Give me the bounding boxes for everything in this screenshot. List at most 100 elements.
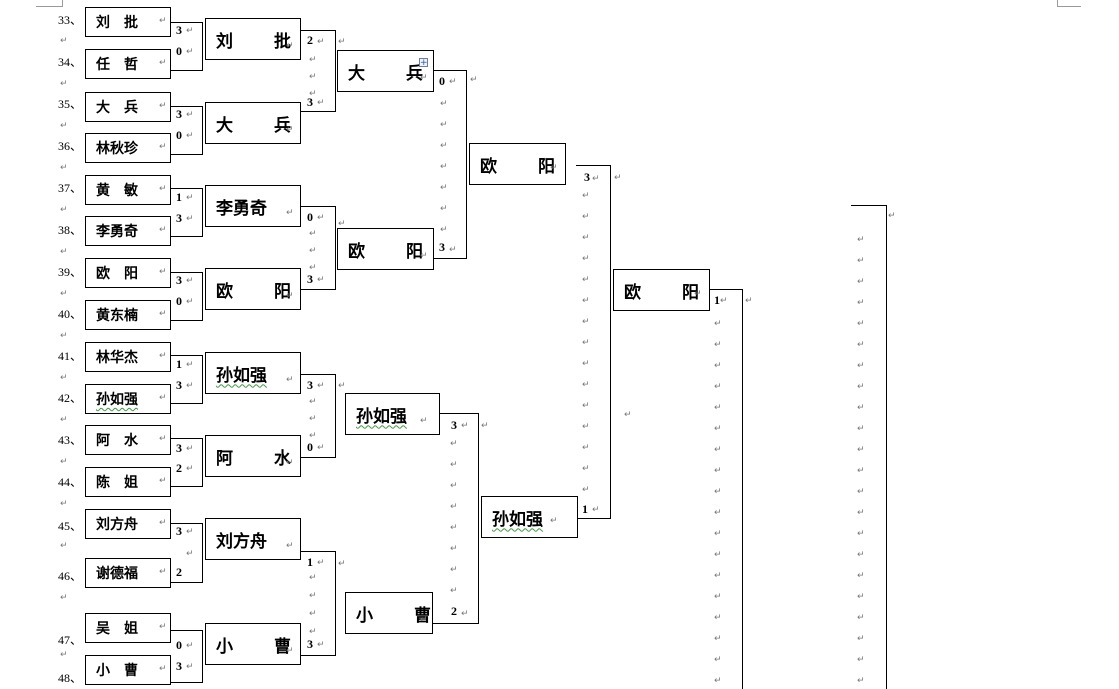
connector — [171, 355, 202, 356]
return-mark-icon: ↵ — [582, 485, 590, 495]
seed-number: 41、 — [58, 349, 83, 363]
connector — [434, 258, 466, 259]
round1-player[interactable]: 小 曹 — [85, 655, 171, 685]
return-mark-icon: ↵ — [461, 609, 469, 619]
return-mark-icon: ↵ — [582, 254, 590, 264]
match-score: 0 — [176, 44, 182, 58]
page-corner-mark-right-v — [1057, 0, 1058, 7]
return-mark-icon: ↵ — [420, 251, 428, 261]
return-mark-icon: ↵ — [550, 516, 558, 526]
return-mark-icon: ↵ — [857, 655, 865, 665]
connector — [202, 438, 203, 487]
round1-player[interactable]: 刘 批 — [85, 7, 171, 37]
connector — [301, 289, 335, 290]
match-score: 3 — [307, 378, 313, 392]
return-mark-icon: ↵ — [286, 41, 294, 51]
return-mark-icon: ↵ — [440, 183, 448, 193]
round1-player[interactable]: 刘方舟 — [85, 509, 171, 539]
return-mark-icon: ↵ — [714, 655, 722, 665]
round2-winner[interactable]: 孙如强 — [205, 352, 301, 394]
player-name: 欧 阳 — [348, 241, 435, 262]
round5-winner[interactable]: 欧 阳 — [613, 269, 710, 311]
return-mark-icon: ↵ — [60, 541, 68, 551]
return-mark-icon: ↵ — [159, 184, 167, 194]
round1-player[interactable]: 黄 敏 — [85, 175, 171, 205]
player-name: 大 兵 — [348, 63, 435, 84]
return-mark-icon: ↵ — [450, 544, 458, 554]
round2-winner[interactable]: 刘方舟 — [205, 518, 301, 560]
round2-winner[interactable]: 小 曹 — [205, 623, 301, 665]
round1-player[interactable]: 欧 阳 — [85, 258, 171, 288]
return-mark-icon: ↵ — [449, 77, 457, 87]
seed-number: 40、 — [58, 307, 83, 321]
round1-player[interactable]: 黄东楠 — [85, 300, 171, 330]
return-mark-icon: ↵ — [186, 444, 194, 454]
player-name: 任 哲 — [96, 57, 138, 73]
round4-winner[interactable]: 欧 阳 — [469, 143, 566, 185]
return-mark-icon: ↵ — [286, 541, 294, 551]
return-mark-icon: ↵ — [592, 505, 600, 515]
connector — [202, 22, 203, 71]
round2-winner[interactable]: 欧 阳 — [205, 268, 301, 310]
round1-player[interactable]: 大 兵 — [85, 92, 171, 122]
round2-winner[interactable]: 阿 水 — [205, 435, 301, 477]
connector — [171, 582, 202, 583]
round1-player[interactable]: 孙如强 — [85, 384, 171, 414]
return-mark-icon: ↵ — [186, 131, 194, 141]
seed-number: 42、 — [58, 391, 83, 405]
return-mark-icon: ↵ — [582, 317, 590, 327]
return-mark-icon: ↵ — [309, 414, 317, 424]
match-score: 2 — [176, 565, 182, 579]
return-mark-icon: ↵ — [714, 340, 722, 350]
match-score: 3 — [439, 240, 445, 254]
round1-player[interactable]: 林秋珍 — [85, 133, 171, 163]
connector — [578, 518, 610, 519]
return-mark-icon: ↵ — [582, 464, 590, 474]
return-mark-icon: ↵ — [186, 110, 194, 120]
player-name: 大 兵 — [96, 100, 138, 116]
return-mark-icon: ↵ — [286, 458, 294, 468]
return-mark-icon: ↵ — [857, 571, 865, 581]
player-name: 欧 阳 — [96, 266, 138, 282]
return-mark-icon: ↵ — [309, 263, 317, 273]
round1-player[interactable]: 李勇奇 — [85, 216, 171, 246]
connector — [886, 205, 887, 689]
return-mark-icon: ↵ — [159, 267, 167, 277]
return-mark-icon: ↵ — [60, 289, 68, 299]
round2-winner[interactable]: 刘 批 — [205, 18, 301, 60]
return-mark-icon: ↵ — [286, 375, 294, 385]
round2-winner[interactable]: 大 兵 — [205, 102, 301, 144]
move-anchor-icon[interactable]: + — [419, 58, 428, 68]
round1-player[interactable]: 任 哲 — [85, 49, 171, 79]
round2-winner[interactable]: 李勇奇 — [205, 185, 301, 227]
round1-player[interactable]: 吴 姐 — [85, 613, 171, 643]
round3-winner[interactable]: 欧 阳 — [337, 228, 434, 270]
round4-winner[interactable]: 孙如强 — [481, 496, 578, 538]
round1-player[interactable]: 谢德福 — [85, 558, 171, 588]
return-mark-icon: ↵ — [309, 431, 317, 441]
return-mark-icon: ↵ — [60, 650, 68, 660]
round3-winner[interactable]: 小 曹 — [345, 592, 433, 634]
round1-player[interactable]: 阿 水 — [85, 425, 171, 455]
return-mark-icon: ↵ — [714, 634, 722, 644]
return-mark-icon: ↵ — [440, 120, 448, 130]
round3-winner[interactable]: 大 兵 — [337, 50, 434, 92]
round1-player[interactable]: 林华杰 — [85, 342, 171, 372]
return-mark-icon: ↵ — [714, 445, 722, 455]
connector — [335, 374, 336, 458]
return-mark-icon: ↵ — [186, 549, 194, 559]
return-mark-icon: ↵ — [857, 487, 865, 497]
connector — [478, 413, 479, 624]
return-mark-icon: ↵ — [714, 508, 722, 518]
return-mark-icon: ↵ — [317, 640, 325, 650]
connector — [202, 630, 203, 683]
round1-player[interactable]: 陈 姐 — [85, 467, 171, 497]
return-mark-icon: ↵ — [450, 523, 458, 533]
round3-winner[interactable]: 孙如强 — [345, 393, 440, 435]
return-mark-icon: ↵ — [60, 163, 68, 173]
return-mark-icon: ↵ — [857, 382, 865, 392]
return-mark-icon: ↵ — [159, 434, 167, 444]
connector — [576, 165, 610, 166]
return-mark-icon: ↵ — [582, 443, 590, 453]
return-mark-icon: ↵ — [857, 634, 865, 644]
